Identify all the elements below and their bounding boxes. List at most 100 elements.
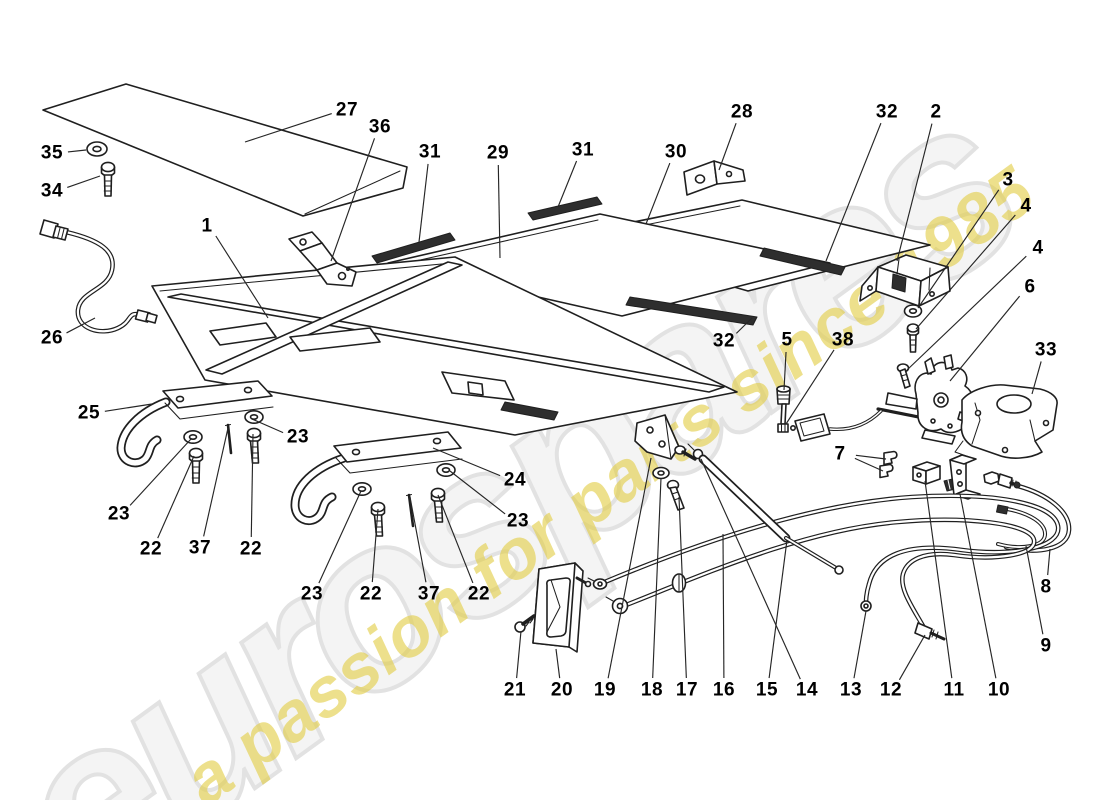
part-label-22-30[interactable]: 22: [359, 583, 383, 605]
part-label-15-42[interactable]: 15: [755, 679, 779, 701]
leader-26-4: [66, 317, 96, 334]
part-36-bracket: [288, 231, 357, 287]
part-31-strip-b: [527, 196, 603, 221]
leader-lines: [66, 113, 1051, 681]
leader-14-43: [700, 458, 801, 680]
part-33-shield: [954, 384, 1058, 460]
part-label-23-25[interactable]: 23: [107, 503, 131, 525]
part-label-2-12[interactable]: 2: [930, 101, 942, 123]
part-11-cube: [912, 461, 941, 485]
leader-22-28: [250, 433, 254, 538]
part-22-bolt: [430, 487, 446, 523]
part-4-bolt-a: [906, 323, 920, 353]
part-label-9-35[interactable]: 9: [1040, 635, 1052, 657]
part-label-4-14[interactable]: 4: [1020, 195, 1032, 217]
part-label-17-40[interactable]: 17: [675, 679, 699, 701]
part-label-33-17[interactable]: 33: [1034, 339, 1058, 361]
leader-16-41: [722, 533, 725, 679]
part-label-4-15[interactable]: 4: [1032, 237, 1044, 259]
leader-4-15: [906, 255, 1027, 371]
leader-17-40: [678, 496, 687, 679]
part-label-35-2[interactable]: 35: [40, 142, 64, 164]
part-label-3-13[interactable]: 3: [1002, 169, 1014, 191]
leader-7-33: [855, 454, 887, 460]
part-label-32-18[interactable]: 32: [712, 330, 736, 352]
leader-15-42: [768, 539, 788, 679]
leader-8-34: [1047, 548, 1051, 576]
part-label-22-26[interactable]: 22: [139, 538, 163, 560]
part-label-6-16[interactable]: 6: [1024, 276, 1036, 298]
part-label-12-45[interactable]: 12: [879, 679, 903, 701]
part-label-24-23[interactable]: 24: [503, 469, 527, 491]
part-label-23-22[interactable]: 23: [286, 426, 310, 448]
part-label-13-44[interactable]: 13: [839, 679, 863, 701]
leader-21-36: [516, 630, 522, 679]
part-label-18-39[interactable]: 18: [640, 679, 664, 701]
part-label-14-43[interactable]: 14: [795, 679, 819, 701]
part-1-flap: [151, 256, 738, 436]
part-label-37-31[interactable]: 37: [417, 583, 441, 605]
part-37-pin: [224, 423, 233, 455]
part-19-bracket: [634, 414, 697, 461]
part-label-23-29[interactable]: 23: [300, 583, 324, 605]
leader-18-39: [652, 477, 662, 679]
leader-23-25: [129, 438, 192, 506]
part-label-38-20[interactable]: 38: [831, 329, 855, 351]
part-label-22-32[interactable]: 22: [467, 583, 491, 605]
part-label-22-28[interactable]: 22: [239, 538, 263, 560]
part-label-27-0[interactable]: 27: [335, 99, 359, 121]
part-label-34-3[interactable]: 34: [40, 180, 64, 202]
leader-33-17: [1031, 361, 1042, 395]
leader-5-19: [783, 351, 787, 391]
leader-7-33: [854, 457, 884, 472]
leader-27-0: [244, 113, 332, 143]
part-label-36-1[interactable]: 36: [368, 116, 392, 138]
part-3-washer: [903, 304, 923, 318]
part-label-8-34[interactable]: 8: [1040, 576, 1052, 598]
part-label-1-5[interactable]: 1: [201, 215, 213, 237]
leader-36-1: [330, 138, 376, 262]
part-label-21-36[interactable]: 21: [503, 679, 527, 701]
part-label-31-8[interactable]: 31: [571, 139, 595, 161]
part-label-31-6[interactable]: 31: [418, 141, 442, 163]
leader-23-29: [318, 490, 362, 584]
part-17-bolt: [666, 479, 685, 511]
part-label-37-27[interactable]: 37: [188, 537, 212, 559]
part-label-32-11[interactable]: 32: [875, 101, 899, 123]
part-21-screw: [514, 614, 536, 633]
leader-30-9: [645, 162, 671, 225]
leader-37-31: [409, 496, 427, 583]
part-label-5-19[interactable]: 5: [781, 329, 793, 351]
part-label-28-10[interactable]: 28: [730, 101, 754, 123]
part-22-bolt: [370, 501, 386, 537]
part-23-washer: [183, 429, 203, 444]
leader-22-26: [157, 455, 195, 539]
part-label-10-47[interactable]: 10: [987, 679, 1011, 701]
leader-19-38: [607, 457, 652, 679]
part-label-19-38[interactable]: 19: [593, 679, 617, 701]
part-label-29-7[interactable]: 29: [486, 142, 510, 164]
part-5-buffer: [776, 385, 791, 433]
part-label-20-37[interactable]: 20: [550, 679, 574, 701]
part-label-23-24[interactable]: 23: [506, 510, 530, 532]
part-label-11-46[interactable]: 11: [943, 679, 965, 701]
part-label-7-33[interactable]: 7: [834, 443, 846, 465]
leader-10-47: [959, 493, 997, 679]
part-24-hinge: [290, 431, 463, 525]
leader-37-27: [203, 427, 229, 537]
leader-23-22: [251, 418, 284, 434]
part-label-30-9[interactable]: 30: [664, 141, 688, 163]
part-23-washer: [244, 409, 264, 424]
part-12-end-fitting: [914, 622, 946, 641]
part-label-26-4[interactable]: 26: [40, 327, 64, 349]
leader-32-18: [735, 317, 753, 334]
leader-23-24: [449, 470, 506, 515]
leader-38-20: [785, 349, 835, 425]
part-20-striker: [532, 562, 592, 653]
leader-13-44: [853, 610, 867, 679]
part-label-16-41[interactable]: 16: [712, 679, 736, 701]
part-16-release-cable: [587, 493, 1061, 629]
part-label-25-21[interactable]: 25: [77, 402, 101, 424]
